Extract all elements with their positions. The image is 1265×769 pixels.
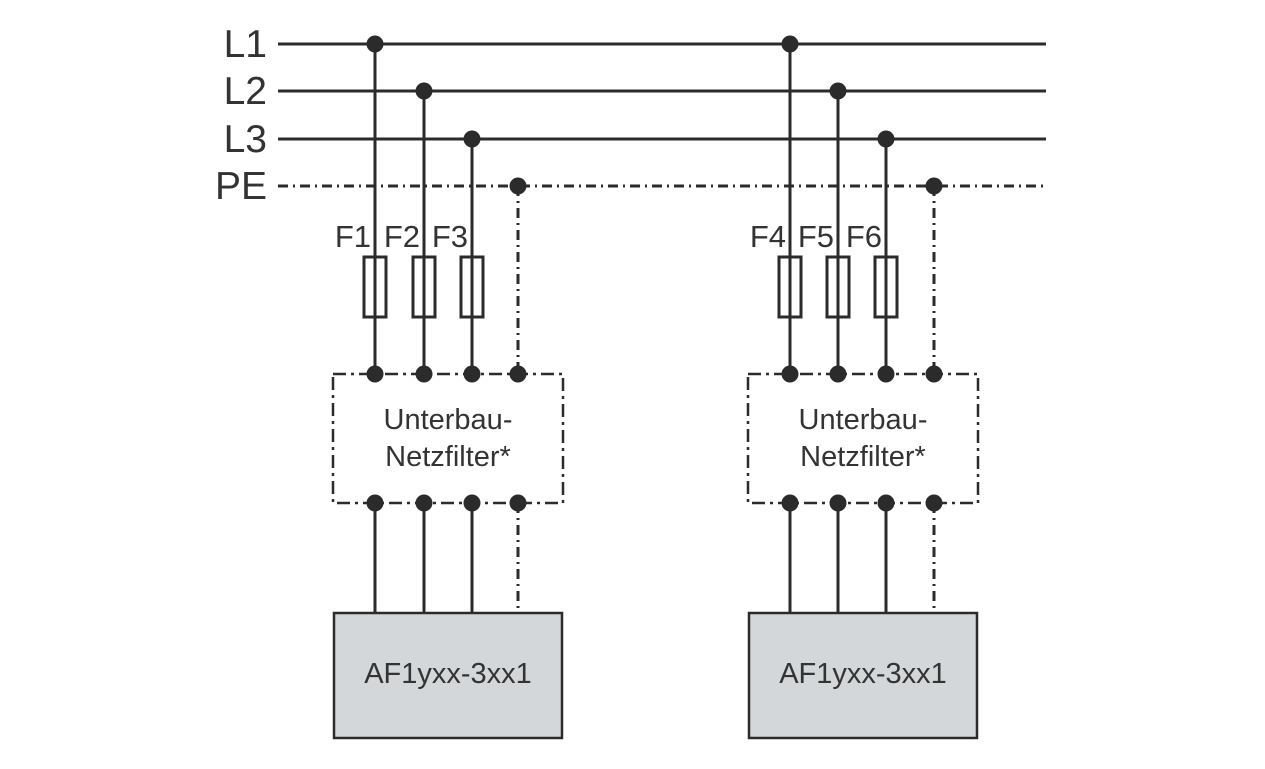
device-box (747, 611, 979, 740)
junction-dot (829, 494, 847, 512)
line-filter-label-line2: Netzfilter* (385, 441, 511, 473)
bus-label-l1: L1 (224, 23, 267, 66)
branch-group-right: F4 F5 F6 Unterbau- Netzfilter* AF1yxx-3x… (746, 35, 980, 740)
line-filter-box (331, 372, 565, 505)
junction-dot (877, 365, 895, 383)
junction-dot (829, 82, 847, 100)
fuse-label-f4: F4 (750, 219, 786, 254)
device-label: AF1yxx-3xx1 (364, 658, 532, 690)
junction-dot (366, 365, 384, 383)
junction-dot (463, 130, 481, 148)
device-box (332, 611, 564, 740)
fuse-label-f2: F2 (384, 219, 420, 254)
fuse-label-f5: F5 (798, 219, 834, 254)
device-label: AF1yxx-3xx1 (779, 658, 947, 690)
line-filter-label-line1: Unterbau- (799, 404, 928, 436)
junction-dot (877, 130, 895, 148)
junction-dot (877, 494, 895, 512)
junction-dot (781, 365, 799, 383)
fuse-label-f1: F1 (335, 219, 371, 254)
line-filter-label-line2: Netzfilter* (800, 441, 926, 473)
bus-label-l3: L3 (224, 118, 267, 161)
junction-dot (366, 494, 384, 512)
junction-dot (463, 365, 481, 383)
junction-dot (925, 177, 943, 195)
junction-dot (366, 35, 384, 53)
bus-label-pe: PE (215, 165, 267, 208)
junction-dot (463, 494, 481, 512)
fuse-label-f3: F3 (432, 219, 468, 254)
junction-dot (925, 365, 943, 383)
junction-dot (781, 494, 799, 512)
fuse-label-f6: F6 (846, 219, 882, 254)
junction-dot (415, 82, 433, 100)
junction-dot (781, 35, 799, 53)
bus-label-l2: L2 (224, 70, 267, 113)
branch-group-left: F1 F2 F3 Unterbau- Netzfilter* AF1yxx-3x… (331, 35, 565, 740)
junction-dot (509, 177, 527, 195)
line-filter-box (746, 372, 980, 505)
supply-bus: L1 L2 L3 PE (215, 23, 1046, 208)
junction-dot (509, 494, 527, 512)
junction-dot (925, 494, 943, 512)
junction-dot (829, 365, 847, 383)
junction-dot (415, 494, 433, 512)
junction-dot (509, 365, 527, 383)
junction-dot (415, 365, 433, 383)
line-filter-label-line1: Unterbau- (384, 404, 513, 436)
